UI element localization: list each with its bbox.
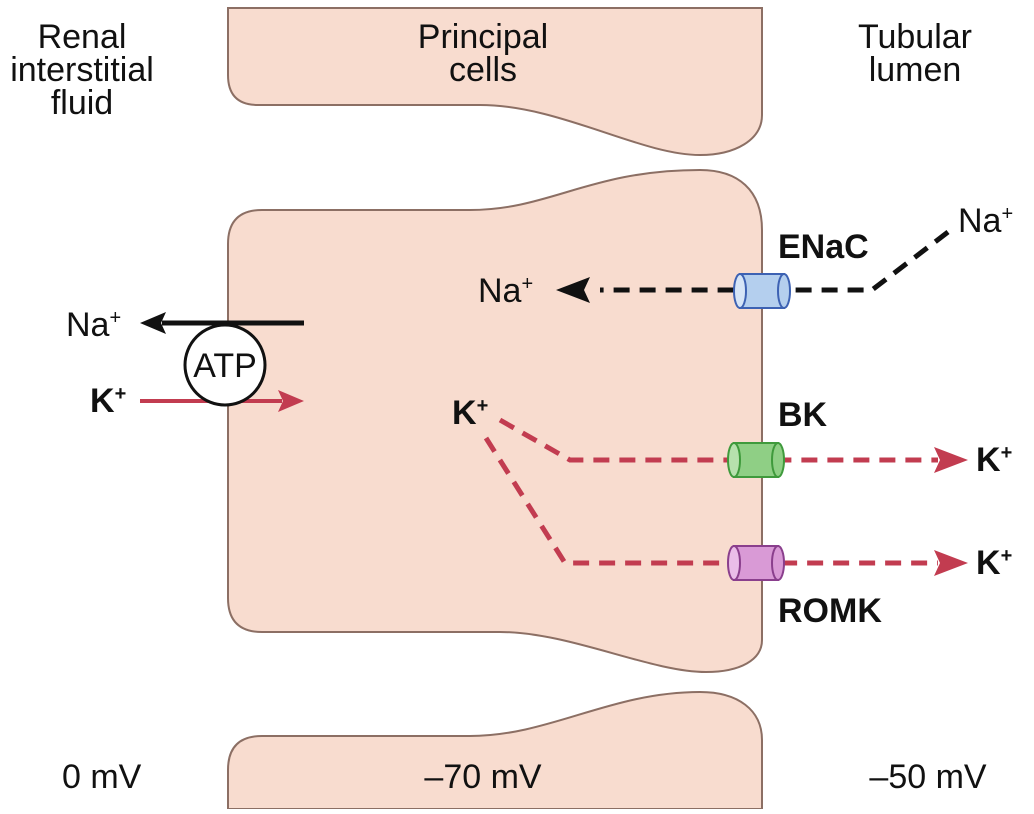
enac-na-lumen-label: Na+ <box>958 202 1013 240</box>
romk-k-lumen-label: K+ <box>976 544 1012 582</box>
bk-k-path <box>498 417 938 463</box>
na-k-atpase-pump <box>183 323 267 407</box>
label-line: Principal <box>418 18 548 56</box>
potential-interstitial: 0 mV <box>62 758 142 796</box>
pump-k-label: K+ <box>90 382 126 420</box>
enac-na-arrowhead <box>556 277 590 303</box>
romk-channel <box>727 545 785 581</box>
bk-label: BK <box>778 396 828 434</box>
principal-cell-bottom <box>227 690 763 810</box>
enac-na-cell-label: Na+ <box>478 272 533 310</box>
cell-k-label: K+ <box>452 394 488 432</box>
enac-channel <box>733 273 791 309</box>
label-line: interstitial <box>10 51 154 89</box>
romk-k-path <box>483 436 938 566</box>
label-line: lumen <box>869 51 962 89</box>
label-line: fluid <box>51 84 113 122</box>
principal-cell-middle <box>227 168 763 674</box>
pump-na-arrowhead <box>140 312 166 334</box>
bk-k-lumen-label: K+ <box>976 441 1012 479</box>
label-line: Renal <box>38 18 127 56</box>
principal-cell-top <box>227 7 763 157</box>
bk-channel <box>727 442 785 478</box>
romk-label: ROMK <box>778 592 882 630</box>
bk-k-arrowhead <box>934 447 968 473</box>
label-line: Tubular <box>858 18 972 56</box>
romk-k-arrowhead <box>934 550 968 576</box>
potential-lumen: –50 mV <box>869 758 986 796</box>
enac-na-path <box>600 230 950 293</box>
enac-label: ENaC <box>778 228 869 266</box>
label-line: cells <box>449 51 517 89</box>
atp-label: ATP <box>193 347 257 385</box>
pump-k-arrowhead <box>278 390 304 412</box>
potential-cell: –70 mV <box>424 758 541 796</box>
pump-na-label: Na+ <box>66 306 121 344</box>
